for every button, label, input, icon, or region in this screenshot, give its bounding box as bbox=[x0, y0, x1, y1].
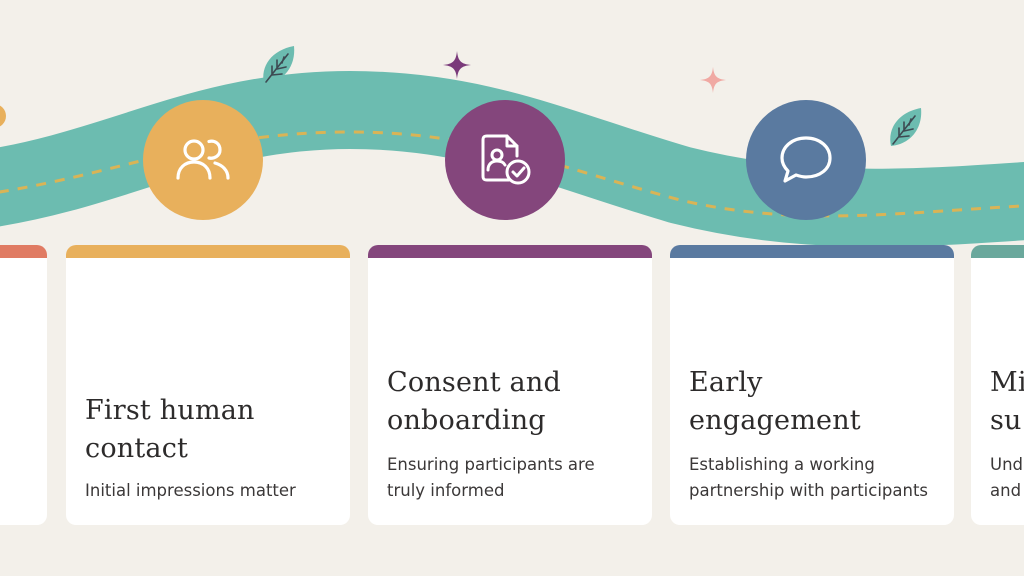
card-description: Ensuring participants are truly informed bbox=[387, 452, 642, 504]
card-title-line: Early bbox=[689, 367, 763, 398]
card-title-line: onboarding bbox=[387, 405, 546, 436]
card-description: Und and bbox=[990, 452, 1023, 504]
sparkle-icon bbox=[443, 51, 471, 79]
stage-card-early-engagement: Early engagement Establishing a working … bbox=[670, 245, 954, 525]
card-title-line: su bbox=[990, 405, 1022, 436]
card-description: Establishing a working partnership with … bbox=[689, 452, 944, 504]
card-title-line: contact bbox=[85, 433, 189, 464]
chat-bubble-icon bbox=[780, 136, 832, 183]
users-icon bbox=[176, 139, 230, 180]
card-color-bar bbox=[0, 245, 47, 258]
card-description-line: Und bbox=[990, 455, 1024, 474]
card-description: Initial impressions matter bbox=[85, 478, 340, 504]
stage-card-first-human-contact: First human contact Initial impressions … bbox=[66, 245, 350, 525]
card-description-line: partnership with participants bbox=[689, 481, 929, 500]
card-description-line: and bbox=[990, 481, 1022, 500]
id-card-check-icon bbox=[481, 134, 531, 185]
card-description-line: Establishing a working bbox=[689, 455, 875, 474]
card-title-line: engagement bbox=[689, 405, 861, 436]
card-color-bar bbox=[971, 245, 1024, 258]
card-description-line: truly informed bbox=[387, 481, 505, 500]
engagement-badge bbox=[746, 100, 866, 220]
card-title: First human contact bbox=[85, 392, 338, 468]
first-contact-badge bbox=[143, 100, 263, 220]
stage-card-partial-right: Mi su Und and bbox=[971, 245, 1024, 525]
consent-badge bbox=[445, 100, 565, 220]
card-color-bar bbox=[66, 245, 350, 258]
card-title: Consent and onboarding bbox=[387, 364, 640, 440]
card-color-bar bbox=[670, 245, 954, 258]
sparkle-icon bbox=[699, 66, 727, 94]
card-description-line: Ensuring participants are bbox=[387, 455, 595, 474]
stage-card-partial-left bbox=[0, 245, 47, 525]
card-title: Mi su bbox=[990, 364, 1024, 440]
path-dot-left bbox=[0, 105, 6, 127]
leaf-icon bbox=[890, 108, 922, 146]
card-color-bar bbox=[368, 245, 652, 258]
card-title: Early engagement bbox=[689, 364, 942, 440]
card-title-line: Mi bbox=[990, 367, 1024, 398]
card-title-line: First human bbox=[85, 395, 255, 426]
leaf-icon bbox=[263, 46, 295, 84]
card-description-line: Initial impressions matter bbox=[85, 481, 296, 500]
stage-card-consent-onboarding: Consent and onboarding Ensuring particip… bbox=[368, 245, 652, 525]
card-title-line: Consent and bbox=[387, 367, 561, 398]
